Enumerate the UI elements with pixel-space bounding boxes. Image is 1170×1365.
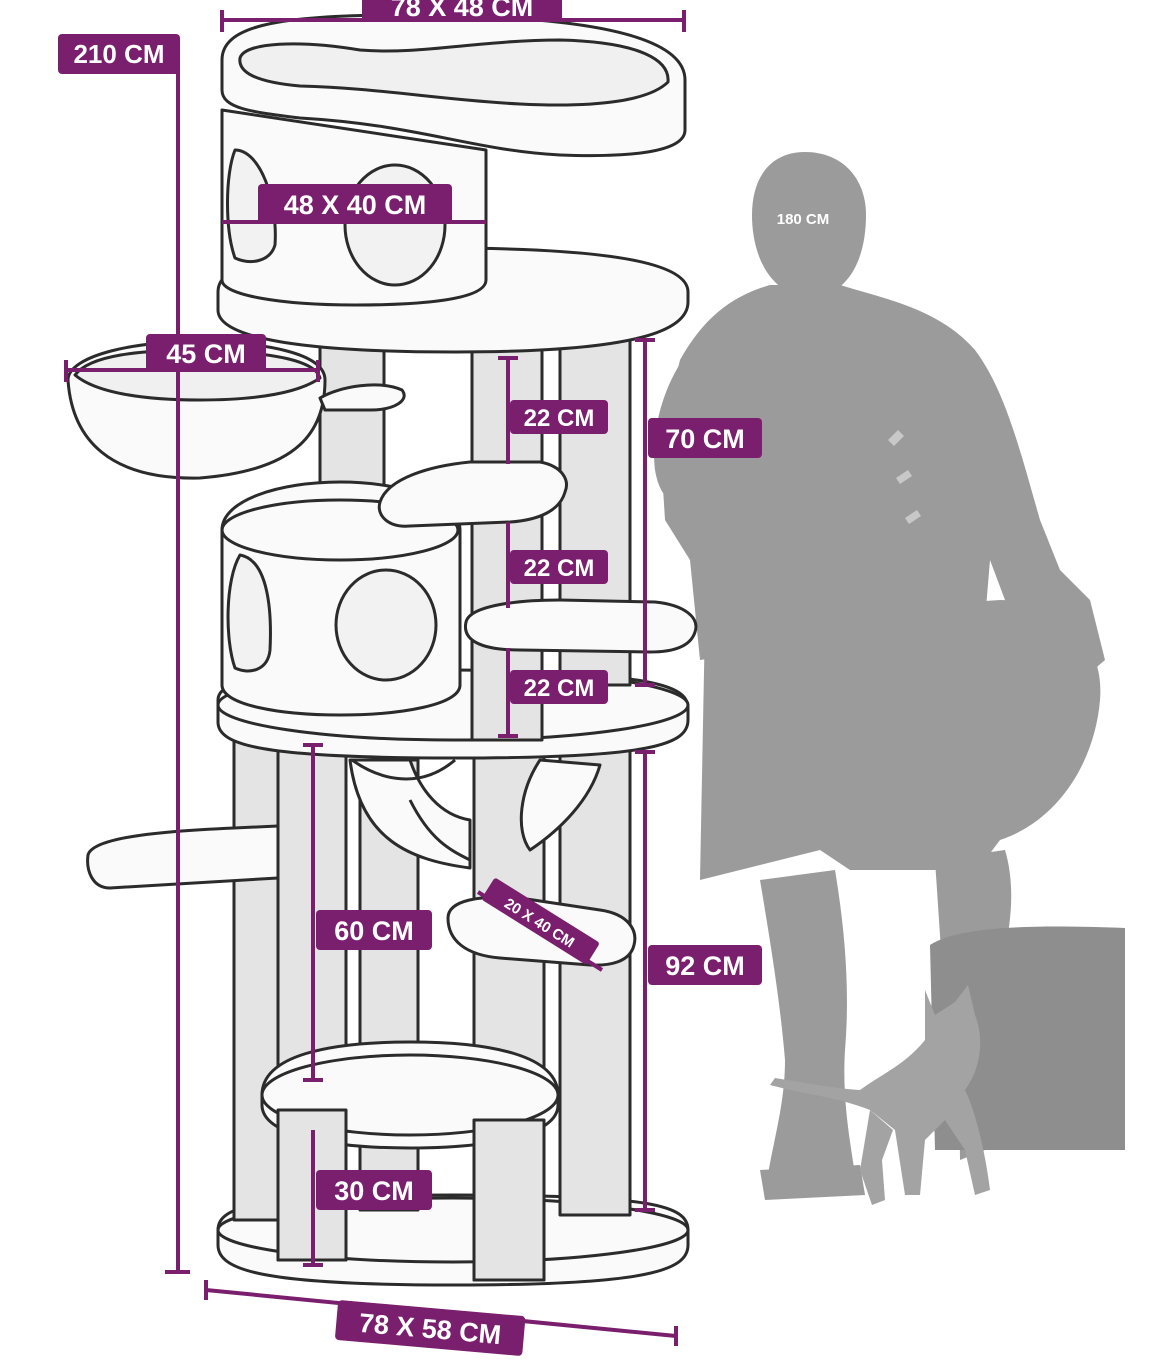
gap-tag-1: 22 CM — [510, 400, 608, 434]
gap-tag-2: 22 CM — [510, 550, 608, 584]
svg-text:210 CM: 210 CM — [73, 39, 164, 69]
svg-text:30 CM: 30 CM — [334, 1176, 414, 1206]
lower-post-tag: 60 CM — [316, 910, 432, 950]
svg-text:22 CM: 22 CM — [524, 675, 595, 702]
cave-window — [343, 163, 447, 287]
post — [232, 728, 280, 1222]
svg-text:22 CM: 22 CM — [524, 405, 595, 432]
cave-size-tag: 48 X 40 CM — [258, 184, 452, 224]
cat-silhouette — [770, 985, 990, 1205]
base-size-tag: 78 X 58 CM — [335, 1300, 526, 1356]
side-step — [86, 824, 280, 890]
svg-text:70 CM: 70 CM — [665, 424, 745, 454]
cave-window — [334, 568, 438, 682]
svg-text:45 CM: 45 CM — [166, 339, 246, 369]
top-width-tag: 78 X 48 CM — [362, 0, 562, 22]
gap-tag-3: 22 CM — [510, 670, 608, 704]
person-height-label: 180 CM — [777, 211, 830, 228]
step — [377, 460, 568, 528]
total-height-tag: 210 CM — [58, 34, 180, 74]
lower-height-tag: 92 CM — [648, 945, 762, 985]
svg-text:92 CM: 92 CM — [665, 951, 745, 981]
svg-text:60 CM: 60 CM — [334, 916, 414, 946]
upper-height-tag: 70 CM — [648, 418, 762, 458]
svg-text:22 CM: 22 CM — [524, 555, 595, 582]
step — [463, 598, 698, 654]
post — [558, 738, 632, 1217]
cat-tree — [66, 13, 698, 1287]
svg-text:48 X 40 CM: 48 X 40 CM — [284, 190, 427, 220]
base-post-tag: 30 CM — [316, 1170, 432, 1210]
dimension-tags: 78 X 48 CM 210 CM 48 X 40 CM 45 CM 22 CM… — [58, 0, 762, 1356]
svg-text:78 X 48 CM: 78 X 48 CM — [391, 0, 534, 22]
person-silhouette — [654, 152, 1125, 1200]
basket-width-tag: 45 CM — [146, 334, 266, 372]
